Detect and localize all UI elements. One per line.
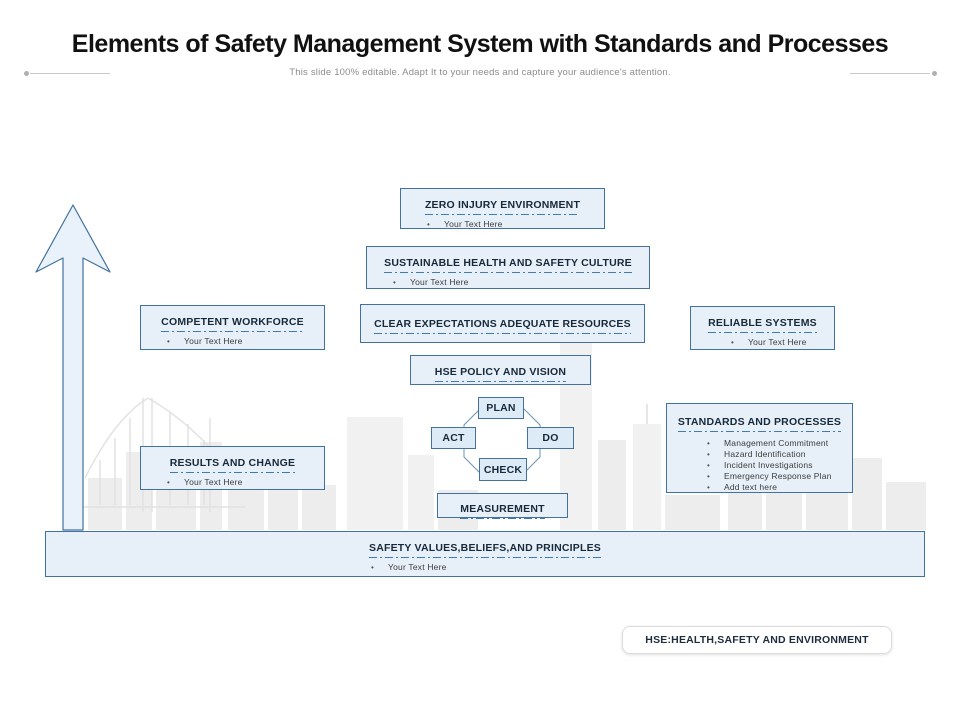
reliable-systems-title: RELIABLE SYSTEMS <box>708 317 817 329</box>
standards-item: Emergency Response Plan <box>707 471 852 482</box>
standards-item: Hazard Identification <box>707 449 852 460</box>
plan-label: PLAN <box>486 402 516 414</box>
safety-values-box: SAFETY VALUES,BELIEFS,AND PRINCIPLES You… <box>45 531 925 577</box>
check-label: CHECK <box>483 463 523 476</box>
act-box: ACT <box>431 427 476 449</box>
growth-arrow <box>35 204 111 531</box>
subtitle-line-left <box>30 73 110 74</box>
act-label: ACT <box>442 432 465 444</box>
check-box: CHECK <box>479 458 527 481</box>
dash-underline <box>368 557 601 559</box>
dash-underline <box>708 332 817 334</box>
standards-processes-title: STANDARDS AND PROCESSES <box>677 416 842 428</box>
subtitle-dot-left <box>24 71 29 76</box>
subtitle-dot-right <box>932 71 937 76</box>
results-change-title: RESULTS AND CHANGE <box>169 457 296 469</box>
placeholder-bullet: Your Text Here <box>731 337 834 348</box>
reliable-systems-box: RELIABLE SYSTEMS Your Text Here <box>690 306 835 350</box>
hse-policy-title: HSE POLICY AND VISION <box>434 366 567 378</box>
competent-workforce-box: COMPETENT WORKFORCE Your Text Here <box>140 305 325 350</box>
dash-underline <box>169 472 296 474</box>
page-title: Elements of Safety Management System wit… <box>71 30 889 58</box>
sustainable-culture-title: SUSTAINABLE HEALTH AND SAFETY CULTURE <box>384 257 632 269</box>
safety-values-title: SAFETY VALUES,BELIEFS,AND PRINCIPLES <box>368 542 601 554</box>
hse-footer-label: HSE:HEALTH,SAFETY AND ENVIRONMENT <box>645 634 869 646</box>
dash-underline <box>384 272 632 274</box>
sustainable-culture-box: SUSTAINABLE HEALTH AND SAFETY CULTURE Yo… <box>366 246 650 289</box>
clear-expectations-box: CLEAR EXPECTATIONS ADEQUATE RESOURCES <box>360 304 645 343</box>
dash-underline <box>434 381 567 383</box>
clear-expectations-title: CLEAR EXPECTATIONS ADEQUATE RESOURCES <box>374 318 631 330</box>
results-change-box: RESULTS AND CHANGE Your Text Here <box>140 446 325 490</box>
placeholder-bullet: Your Text Here <box>427 219 604 230</box>
placeholder-bullet: Your Text Here <box>167 336 324 347</box>
dash-underline <box>460 518 545 520</box>
competent-workforce-title: COMPETENT WORKFORCE <box>161 316 304 328</box>
subtitle-line-right <box>850 73 930 74</box>
measurement-title: MEASUREMENT <box>460 503 545 515</box>
zero-injury-box: ZERO INJURY ENVIRONMENT Your Text Here <box>400 188 605 229</box>
dash-underline <box>424 214 581 216</box>
do-label: DO <box>542 432 559 444</box>
hse-policy-box: HSE POLICY AND VISION <box>410 355 591 385</box>
standards-processes-box: STANDARDS AND PROCESSES Management Commi… <box>666 403 853 493</box>
measurement-box: MEASUREMENT <box>437 493 568 520</box>
hse-footer-badge: HSE:HEALTH,SAFETY AND ENVIRONMENT <box>622 626 892 654</box>
standards-item: Add text here <box>707 482 852 493</box>
do-box: DO <box>527 427 574 449</box>
dash-underline <box>677 431 842 433</box>
placeholder-bullet: Your Text Here <box>167 477 324 488</box>
standards-item: Incident Investigations <box>707 460 852 471</box>
slide-subtitle: This slide 100% editable. Adapt It to yo… <box>289 67 671 78</box>
placeholder-bullet: Your Text Here <box>371 562 924 573</box>
dash-underline <box>161 331 304 333</box>
dash-underline <box>374 333 631 335</box>
plan-box: PLAN <box>478 397 524 419</box>
zero-injury-title: ZERO INJURY ENVIRONMENT <box>424 199 581 211</box>
standards-item: Management Commitment <box>707 438 852 449</box>
placeholder-bullet: Your Text Here <box>393 277 649 288</box>
